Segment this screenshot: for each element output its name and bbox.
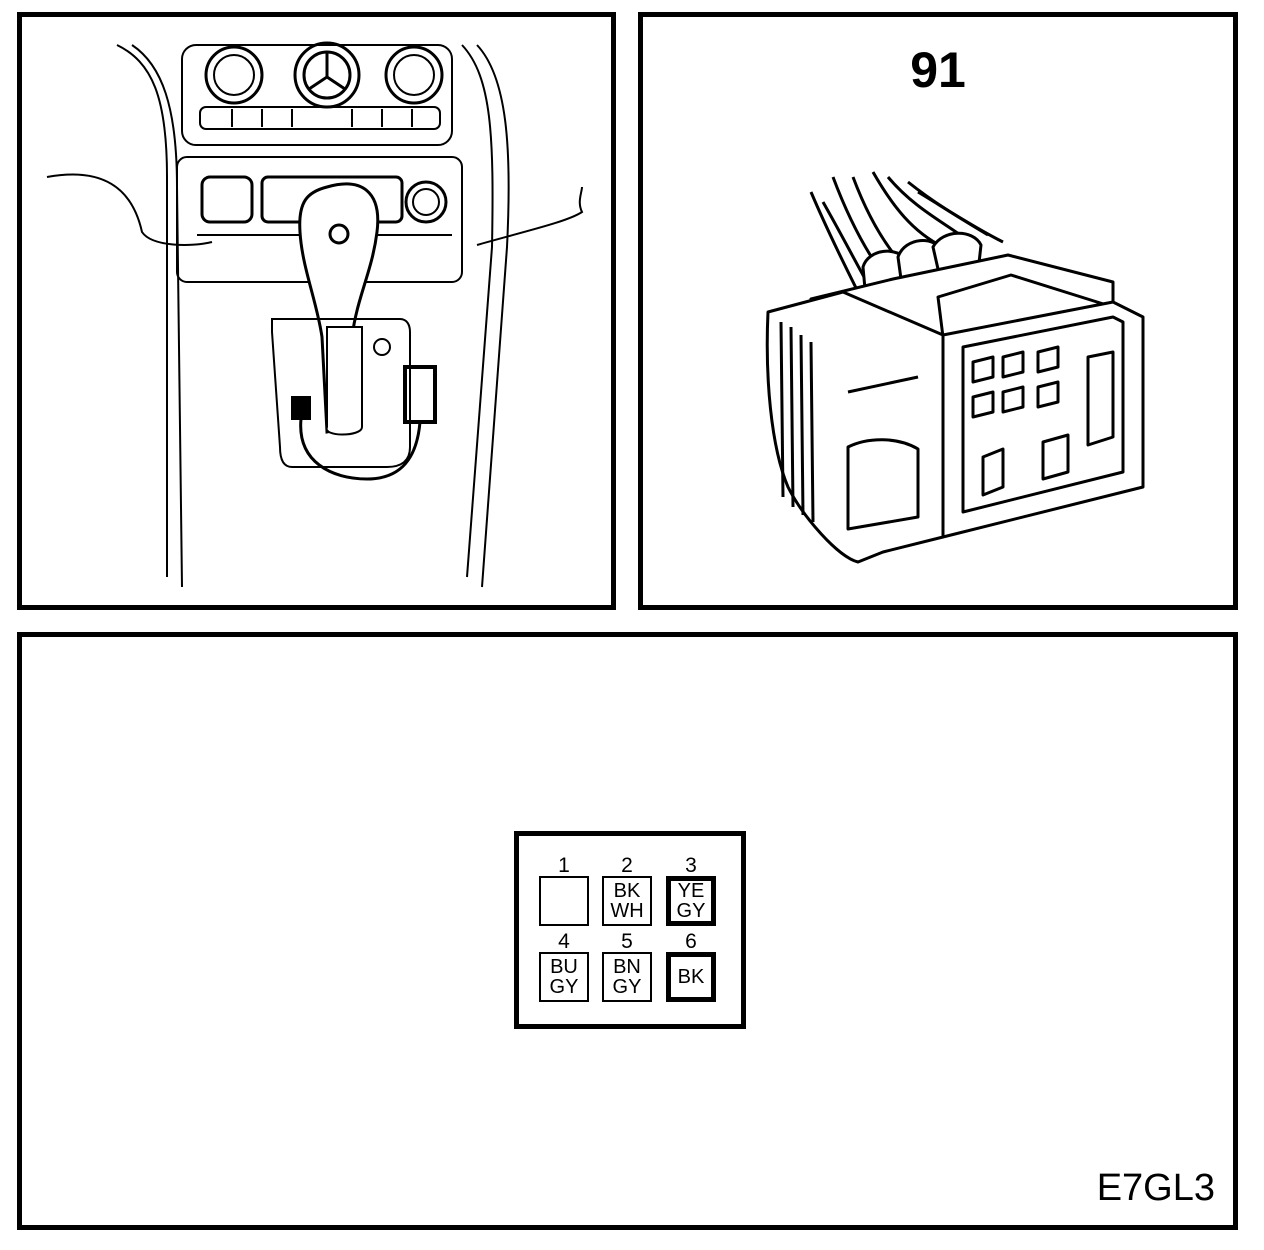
wire-color-1: BU [550, 956, 578, 978]
pin-number: 4 [558, 930, 570, 953]
connector-face-pinout: 1 2 BK WH 3 YE GY 4 BU GY [514, 831, 746, 1029]
wire-color-1: BK [613, 880, 641, 902]
pin-1: 1 [539, 854, 589, 926]
pin-cavity: BU GY [539, 952, 589, 1002]
wire-color-2: WH [610, 900, 644, 922]
pin-number: 2 [621, 854, 633, 877]
pin-cavity [539, 876, 589, 926]
console-location-drawing [46, 41, 584, 588]
connector-drawing [765, 171, 1145, 564]
pin-cavity: YE GY [666, 876, 716, 926]
pin-number: 1 [558, 854, 570, 877]
connector-illustration-panel: 91 [638, 12, 1238, 610]
pinout-panel: 1 2 BK WH 3 YE GY 4 BU GY [17, 632, 1238, 1230]
pin-cavity: BK WH [602, 876, 652, 926]
pin-2: 2 BK WH [602, 854, 652, 926]
pin-number: 3 [685, 854, 697, 877]
pin-cavity: BN GY [602, 952, 652, 1002]
wire-color-1: BK [677, 966, 705, 988]
pin-3: 3 YE GY [666, 854, 716, 926]
wire-color-2: GY [612, 976, 642, 998]
connector-number: 91 [910, 42, 966, 98]
pin-5: 5 BN GY [602, 930, 652, 1002]
wire-color-2: GY [676, 900, 706, 922]
pin-number: 5 [621, 930, 633, 953]
pin-number: 6 [685, 930, 697, 953]
pin-6: 6 BK [666, 930, 716, 1002]
console-location-panel [17, 12, 616, 610]
pin-cavity: BK [666, 952, 716, 1002]
wire-color-2: GY [549, 976, 579, 998]
wire-color-1: BN [613, 956, 641, 978]
wire-color-1: YE [677, 880, 705, 902]
pin-4: 4 BU GY [539, 930, 589, 1002]
figure-code: E7GL3 [1096, 1167, 1215, 1209]
